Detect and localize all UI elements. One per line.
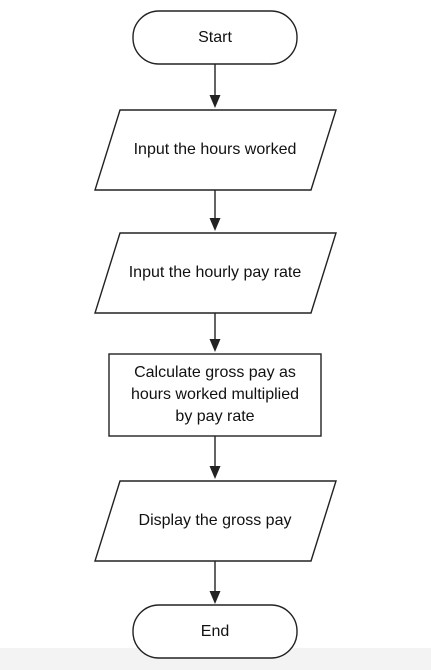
input-rate-label: Input the hourly pay rate <box>129 264 302 281</box>
calculate-shape <box>108 353 322 437</box>
start-label: Start <box>198 29 232 46</box>
end-terminal-shape <box>132 604 298 659</box>
display-label: Display the gross pay <box>139 512 292 529</box>
calculate-label-line-3: by pay rate <box>175 408 254 425</box>
display-shape <box>94 480 337 562</box>
arrow-start-to-input-hours <box>209 64 221 108</box>
calculate-step: Calculate gross pay as hours worked mult… <box>108 353 322 437</box>
end-label: End <box>201 623 229 640</box>
input-rate-step: Input the hourly pay rate <box>94 232 337 314</box>
arrow-rate-to-calculate <box>209 313 221 352</box>
input-hours-label: Input the hours worked <box>134 141 297 158</box>
input-hours-step: Input the hours worked <box>94 109 337 191</box>
end-terminal: End <box>132 604 298 659</box>
input-rate-shape <box>94 232 337 314</box>
start-terminal: Start <box>132 10 298 65</box>
arrow-calculate-to-display <box>209 436 221 479</box>
input-hours-shape <box>94 109 337 191</box>
display-step: Display the gross pay <box>94 480 337 562</box>
calculate-label-line-1: Calculate gross pay as <box>134 364 296 381</box>
arrow-display-to-end <box>209 561 221 604</box>
calculate-label-line-2: hours worked multiplied <box>131 386 299 403</box>
arrow-hours-to-rate <box>209 190 221 231</box>
bottom-band <box>0 648 431 670</box>
